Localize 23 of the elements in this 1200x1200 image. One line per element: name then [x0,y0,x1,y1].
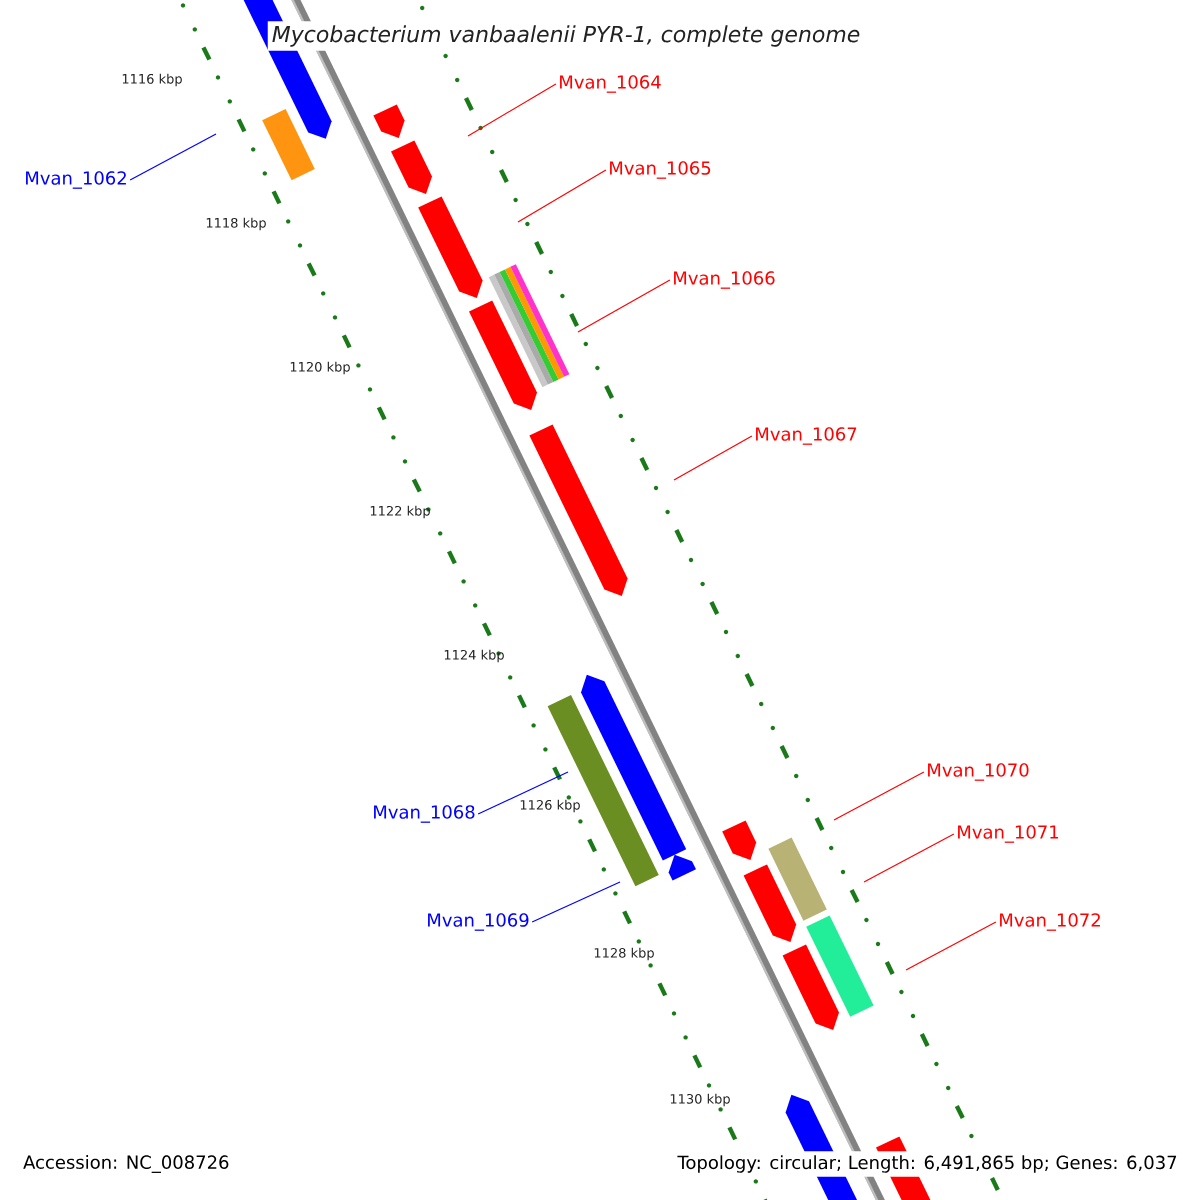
accession-text: Accession: NC_008726 [23,1155,229,1173]
leader-line [517,169,607,223]
leader-line [477,771,569,815]
gene-label: Mvan_1067 [756,427,857,445]
gene-label: Mvan_1065 [610,161,711,179]
gene-label: Mvan_1062 [26,171,126,189]
genome-info-text: Topology: circular; Length: 6,491,865 bp; Genes: 6,037 [673,1151,1182,1177]
gene-label: Mvan_1071 [958,825,1059,843]
title: Mycobacterium vanbaalenii PYR-1, complete genome [267,21,865,51]
gene-label: Mvan_1066 [674,271,775,289]
leader-line [129,133,217,181]
gene-label: Mvan_1064 [560,75,661,93]
leader-line [531,881,621,923]
leader-line [905,921,997,971]
leader-line [863,833,955,883]
leader-line [577,279,671,333]
gene-label: Mvan_1068 [374,805,475,823]
leader-line [833,771,925,821]
gene-label: Mvan_1069 [428,913,529,931]
gene-label: Mvan_1072 [1000,913,1100,931]
gene-label: Mvan_1070 [928,763,1029,781]
leader-line [673,435,753,481]
leader-line [467,83,557,137]
